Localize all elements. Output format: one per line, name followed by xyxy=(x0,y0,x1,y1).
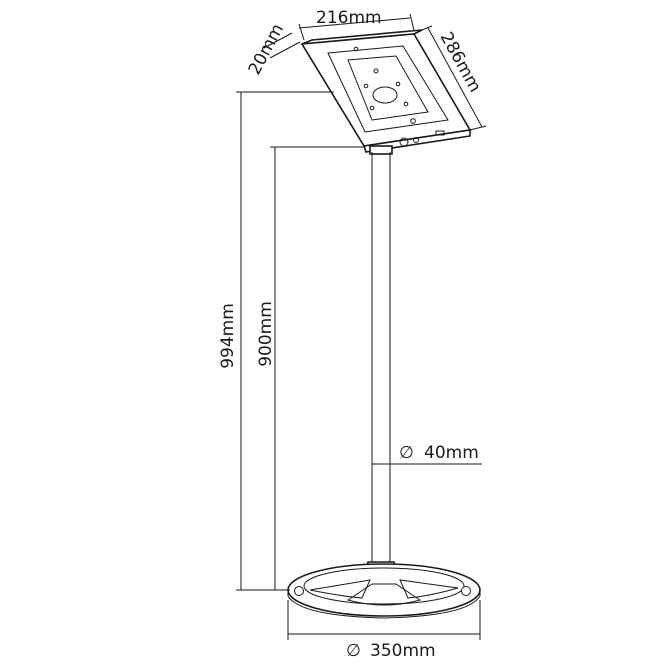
screw-hole-icon xyxy=(403,101,409,107)
diameter-symbol-icon: ∅ xyxy=(346,641,361,661)
screw-hole-icon xyxy=(373,68,379,74)
base-screw-icon xyxy=(294,586,304,596)
screw-hole-icon xyxy=(363,83,369,89)
tablet-enclosure xyxy=(300,29,472,155)
lock-icon xyxy=(410,118,416,124)
pole xyxy=(366,152,396,577)
mounting-plate xyxy=(347,55,429,121)
dimension-pole-diameter: ∅ 40mm xyxy=(372,443,482,465)
port-icon xyxy=(435,130,445,136)
diameter-symbol-icon: ∅ xyxy=(399,443,414,463)
pole-height-label: 900mm xyxy=(256,301,276,367)
tablet-screen xyxy=(327,45,449,133)
button-icon xyxy=(413,137,419,143)
tilt-joint xyxy=(369,145,393,155)
key-lock-icon xyxy=(399,137,409,147)
center-mount-icon xyxy=(372,86,398,104)
camera-hole-icon xyxy=(353,46,359,52)
dimension-base-diameter: ∅ 350mm xyxy=(287,600,481,661)
pole-diameter-label: 40mm xyxy=(424,443,479,463)
base-diameter-label: 350mm xyxy=(370,641,436,661)
screw-hole-icon xyxy=(395,81,401,87)
dimension-depth: 20mm xyxy=(245,21,301,79)
dimension-width: 216mm xyxy=(298,8,415,41)
width-label: 216mm xyxy=(316,8,382,28)
dimension-pole-height: 900mm xyxy=(256,146,364,591)
base-screw-icon xyxy=(461,586,471,596)
round-base xyxy=(287,563,481,619)
depth-label: 20mm xyxy=(245,21,288,79)
dimension-total-height: 994mm xyxy=(218,91,334,591)
total-height-label: 994mm xyxy=(218,303,238,369)
screw-hole-icon xyxy=(369,105,375,111)
